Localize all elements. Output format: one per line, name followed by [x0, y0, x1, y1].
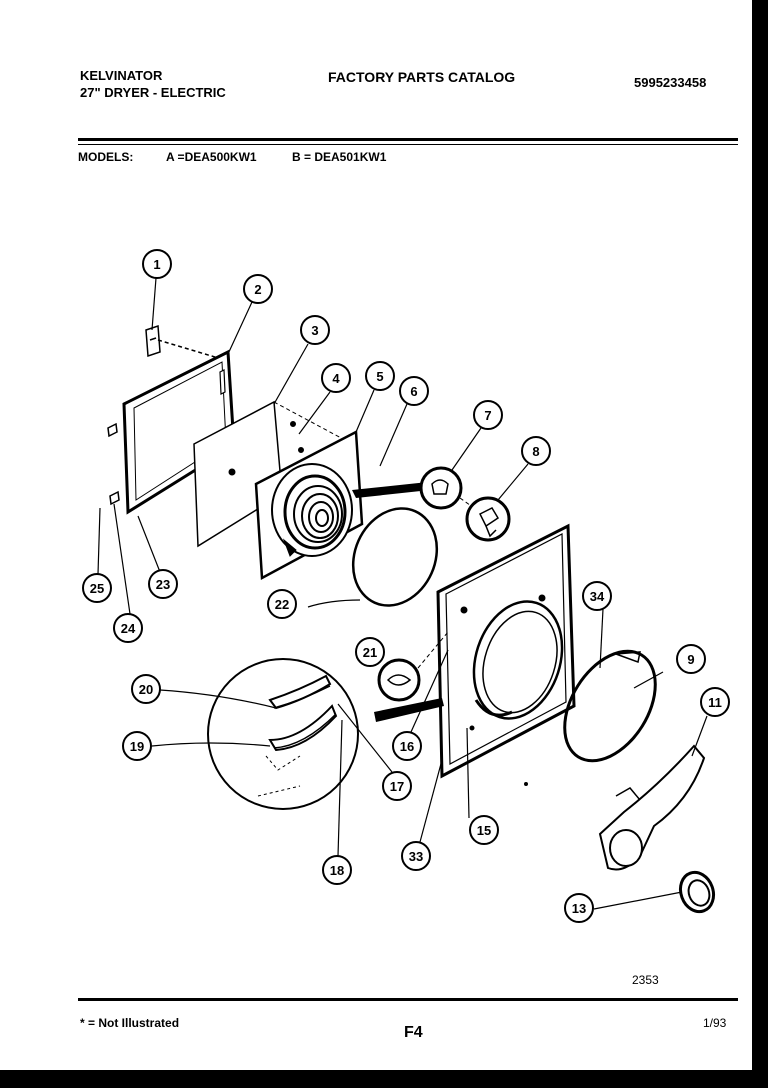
- callout-label-2: 2: [254, 282, 261, 297]
- callout-15: 15: [469, 815, 499, 845]
- part-door-strike: [419, 466, 475, 510]
- callout-11: 11: [700, 687, 730, 717]
- callout-33: 33: [401, 841, 431, 871]
- callout-label-34: 34: [590, 589, 605, 604]
- models-label: MODELS:: [78, 150, 134, 164]
- header-rule-thick: [78, 138, 738, 141]
- callout-18: 18: [322, 855, 352, 885]
- callout-3: 3: [300, 315, 330, 345]
- callout-label-8: 8: [532, 444, 539, 459]
- callout-label-9: 9: [687, 652, 694, 667]
- callout-label-24: 24: [121, 621, 136, 636]
- callout-17: 17: [382, 771, 412, 801]
- drawing-number: 2353: [632, 973, 659, 987]
- callout-6: 6: [399, 376, 429, 406]
- part-hinge: [145, 324, 226, 361]
- callout-label-18: 18: [330, 863, 344, 878]
- callout-1: 1: [142, 249, 172, 279]
- leader-band-detail: [374, 698, 444, 722]
- callout-label-23: 23: [156, 577, 170, 592]
- model-a: A =DEA500KW1: [166, 150, 257, 164]
- callout-label-13: 13: [572, 901, 586, 916]
- part-door-inner-panel: [107, 349, 236, 515]
- catalog-number: 5995233458: [634, 75, 707, 90]
- callout-5: 5: [365, 361, 395, 391]
- callout-34: 34: [582, 581, 612, 611]
- callout-4: 4: [321, 363, 351, 393]
- part-door-switch: [377, 631, 449, 702]
- footer-rule: [78, 998, 738, 1001]
- callout-2: 2: [243, 274, 273, 304]
- leader-band-7: [352, 482, 430, 498]
- callout-label-20: 20: [139, 682, 153, 697]
- callout-13: 13: [564, 893, 594, 923]
- model-b: B = DEA501KW1: [292, 150, 387, 164]
- callout-9: 9: [676, 644, 706, 674]
- callout-21: 21: [355, 637, 385, 667]
- detail-magnifier: [207, 658, 359, 810]
- callout-label-33: 33: [409, 849, 423, 864]
- callout-label-3: 3: [311, 323, 318, 338]
- callout-label-5: 5: [376, 369, 383, 384]
- callout-7: 7: [473, 400, 503, 430]
- header-rule-thin: [78, 144, 738, 145]
- part-door-catch: [465, 496, 511, 542]
- callout-19: 19: [122, 731, 152, 761]
- brand-name: KELVINATOR: [80, 68, 163, 83]
- callout-label-1: 1: [153, 257, 160, 272]
- callout-label-19: 19: [130, 739, 144, 754]
- part-door-inner-window: [254, 421, 364, 581]
- part-door-gasket: [351, 507, 439, 607]
- part-front-panel: [436, 523, 576, 786]
- page-label: F4: [404, 1024, 423, 1041]
- callout-label-22: 22: [275, 597, 289, 612]
- callout-23: 23: [148, 569, 178, 599]
- callout-24: 24: [113, 613, 143, 643]
- part-lint-duct: [598, 744, 706, 871]
- part-front-ring: [563, 649, 657, 763]
- product-description: 27" DRYER - ELECTRIC: [80, 85, 226, 100]
- callout-20: 20: [131, 674, 161, 704]
- callout-label-15: 15: [477, 823, 491, 838]
- callout-25: 25: [82, 573, 112, 603]
- part-seal-ring: [678, 870, 716, 914]
- callout-label-16: 16: [400, 739, 414, 754]
- exploded-parts-diagram: 1 2 3 4 5 6 7 8 9 11 13 15 16 17 18 19 2…: [82, 249, 730, 987]
- callout-label-6: 6: [410, 384, 417, 399]
- callout-label-21: 21: [363, 645, 377, 660]
- catalog-title: FACTORY PARTS CATALOG: [328, 69, 516, 85]
- callout-label-4: 4: [332, 371, 340, 386]
- leader-lines: [97, 277, 708, 910]
- callout-8: 8: [521, 436, 551, 466]
- callout-label-11: 11: [708, 695, 722, 710]
- callout-label-7: 7: [484, 408, 491, 423]
- revision-date: 1/93: [703, 1016, 727, 1030]
- callout-16: 16: [392, 731, 422, 761]
- not-illustrated-legend: * = Not Illustrated: [80, 1016, 180, 1030]
- parts-catalog-page: KELVINATOR 27" DRYER - ELECTRIC FACTORY …: [0, 0, 752, 1070]
- callout-label-25: 25: [90, 581, 104, 596]
- callout-22: 22: [267, 589, 297, 619]
- callout-label-17: 17: [390, 779, 404, 794]
